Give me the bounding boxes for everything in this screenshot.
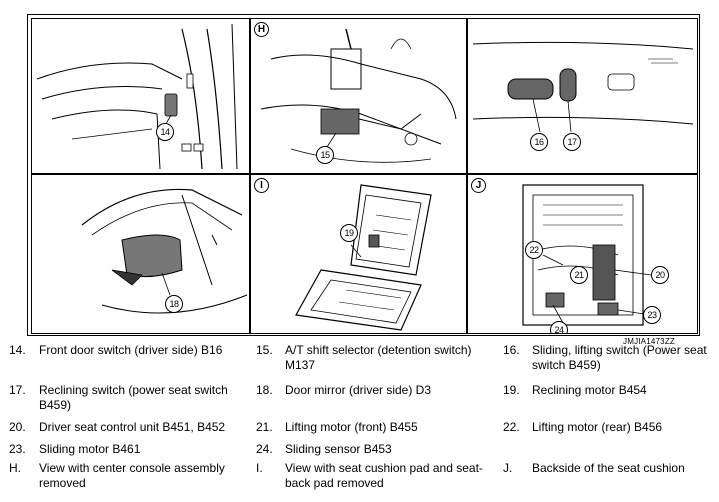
legend-number: 20.	[9, 420, 26, 434]
panel-center-console: H 15	[250, 18, 467, 174]
callout-24: 24	[550, 321, 568, 333]
callout-17: 17	[563, 133, 581, 151]
center-console-illustration	[260, 28, 457, 163]
view-letter-j: J	[471, 178, 486, 193]
figure-code: JMJIA1473ZZ	[623, 337, 675, 346]
legend-number: 17.	[9, 383, 26, 397]
legend-number: 14.	[9, 343, 26, 357]
seat-switches-illustration	[472, 41, 694, 133]
callout-14: 14	[156, 123, 174, 141]
legend-text: Reclining motor B454	[532, 383, 647, 397]
panel-door-mirror: 18	[31, 174, 250, 334]
legend-number: 21.	[256, 420, 273, 434]
legend-number: 15.	[256, 343, 273, 357]
legend-text: Sliding motor B461	[39, 442, 141, 456]
panel-seat-frame: I 19	[250, 174, 467, 334]
legend-text: Backside of the seat cushion	[532, 461, 685, 475]
panel-door-pillar: 14	[31, 18, 250, 174]
callout-16: 16	[530, 133, 548, 151]
legend-text: View with center console assembly remove…	[39, 461, 225, 490]
panel-seat-switches: 16 17	[467, 18, 698, 174]
callout-15: 15	[316, 146, 334, 164]
legend-number: 19.	[503, 383, 520, 397]
legend-text: A/T shift selector (detention switch) M1…	[285, 343, 472, 372]
legend-text: Door mirror (driver side) D3	[285, 383, 432, 397]
legend-number: I.	[256, 461, 263, 475]
panel-seat-backside: J 20 21 22 23 24	[467, 174, 698, 334]
legend-number: 18.	[256, 383, 273, 397]
legend-text: Lifting motor (rear) B456	[532, 420, 663, 434]
component-location-figure: 14 H 15 16	[27, 14, 700, 346]
callout-20: 20	[651, 266, 669, 284]
door-mirror-illustration	[81, 188, 248, 314]
callout-21: 21	[570, 266, 588, 284]
callout-22: 22	[525, 241, 543, 259]
legend-number: 16.	[503, 343, 520, 357]
legend-number: 24.	[256, 442, 273, 456]
seat-frame-illustration	[295, 184, 432, 331]
door-pillar-illustration	[36, 23, 238, 170]
legend-text: Front door switch (driver side) B16	[39, 343, 223, 357]
legend-text: Sliding sensor B453	[285, 442, 392, 456]
legend-text: Driver seat control unit B451, B452	[39, 420, 226, 434]
legend-text: View with seat cushion pad and seat-back…	[285, 461, 483, 490]
legend-number: H.	[9, 461, 21, 475]
callout-19: 19	[340, 224, 358, 242]
legend-text: Sliding, lifting switch (Power seat swit…	[532, 343, 707, 372]
legend-text: Lifting motor (front) B455	[285, 420, 418, 434]
callout-18: 18	[165, 295, 183, 313]
legend-number: 23.	[9, 442, 26, 456]
legend-text: Reclining switch (power seat switch B459…	[39, 383, 228, 412]
callout-23: 23	[643, 306, 661, 324]
seat-backside-illustration	[522, 184, 652, 326]
view-letter-h: H	[254, 22, 269, 37]
view-letter-i: I	[254, 178, 269, 193]
legend-number: 22.	[503, 420, 520, 434]
legend-number: J.	[503, 461, 513, 475]
